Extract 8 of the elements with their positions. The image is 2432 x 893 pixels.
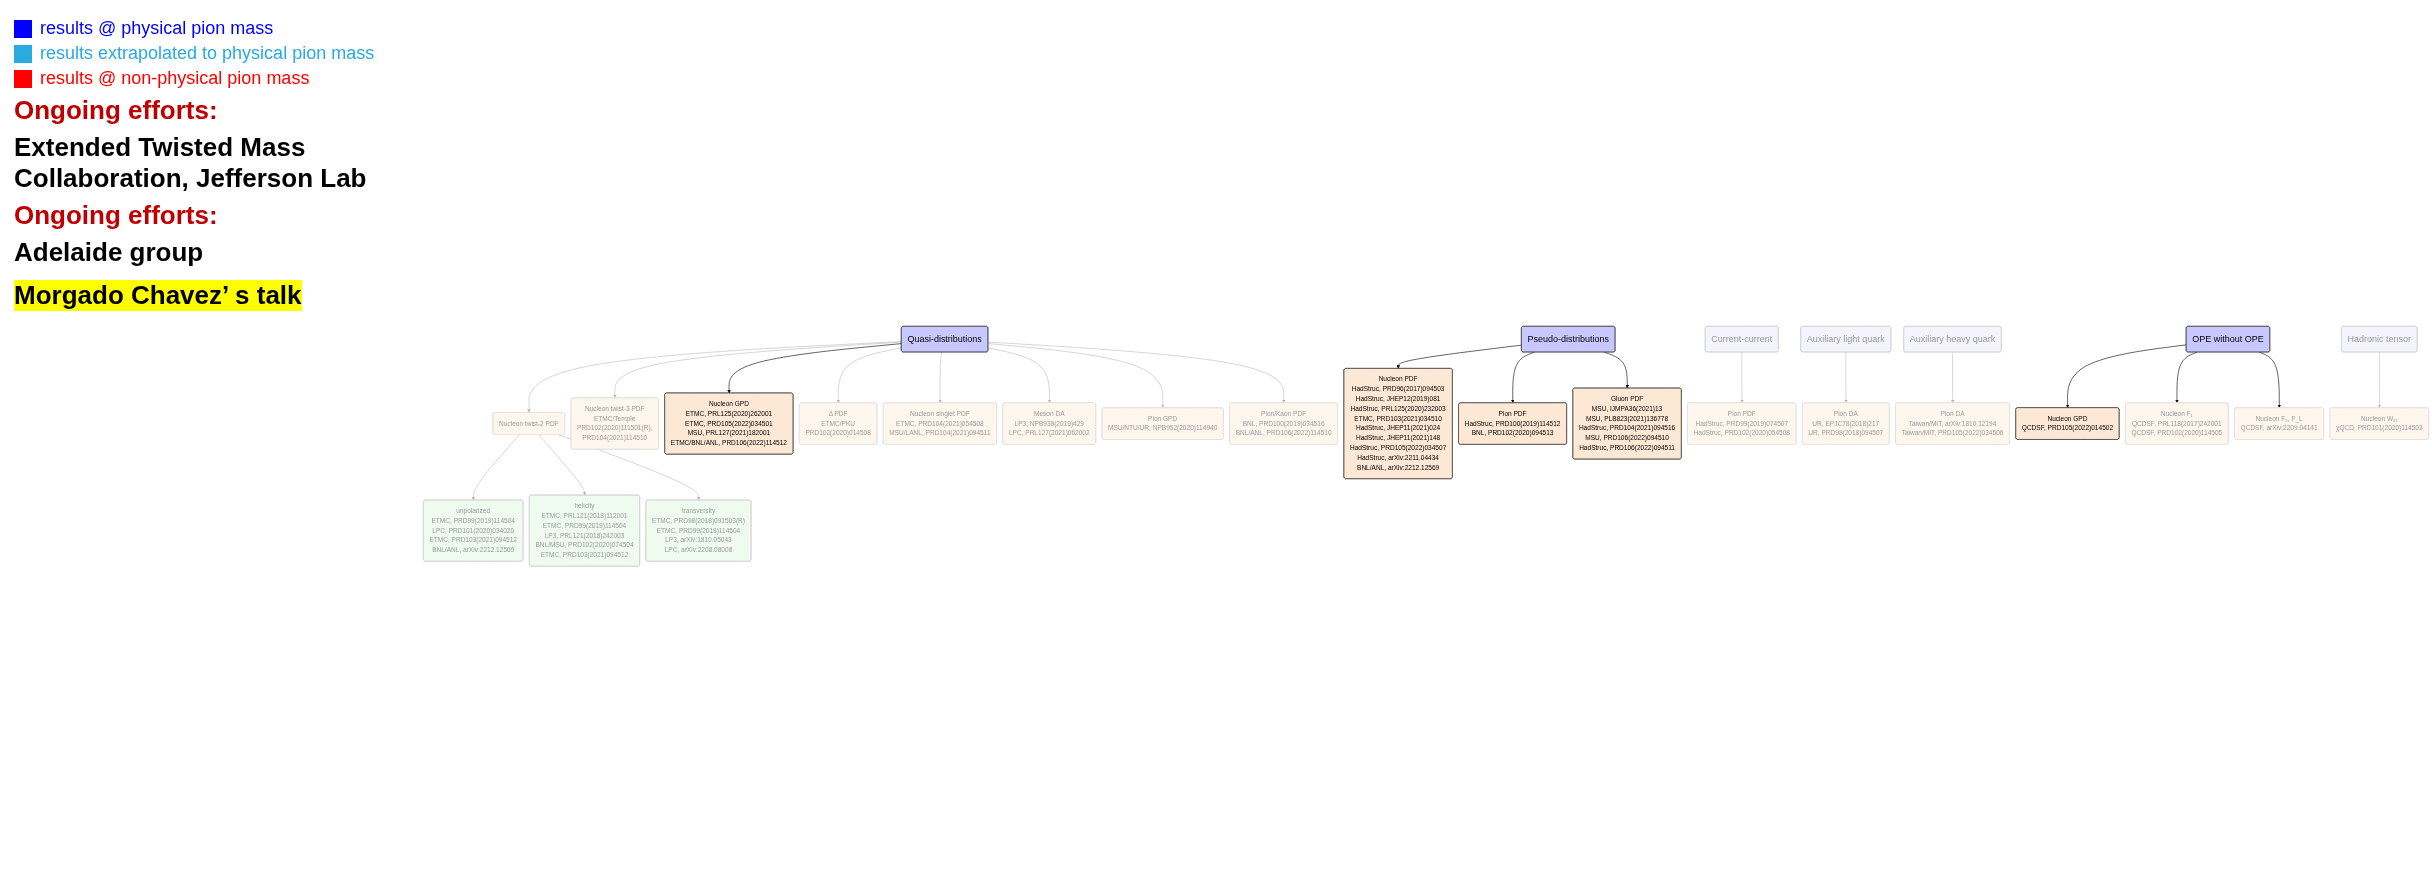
legend-text: results @ non-physical pion mass — [40, 68, 310, 89]
note-text: Adelaide group — [14, 237, 205, 268]
heading-note: Ongoing efforts: — [14, 95, 219, 126]
legend-text: results @ physical pion mass — [40, 18, 274, 39]
highlighted-note: Morgado Chavez’ s talk — [14, 280, 302, 311]
note-text: Extended Twisted Mass Collaboration, Jefferson Lab — [14, 132, 368, 194]
legend-text: results extrapolated to physical pion mass — [40, 43, 375, 64]
heading-note: Ongoing efforts: — [14, 200, 219, 231]
